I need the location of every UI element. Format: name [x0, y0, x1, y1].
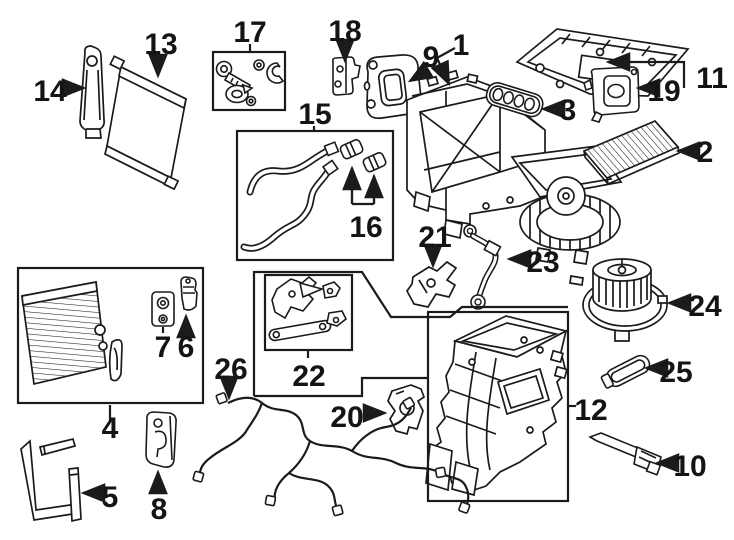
leader-11	[605, 52, 686, 88]
part-7-washer-set-illustration	[151, 291, 175, 327]
part-22-linkage-illustration	[268, 275, 348, 342]
callout-18[interactable]: 18	[328, 15, 361, 48]
callout-13[interactable]: 13	[144, 28, 177, 61]
callout-5[interactable]: 5	[102, 481, 119, 514]
callout-8[interactable]: 8	[151, 493, 168, 526]
callout-10[interactable]: 10	[673, 450, 706, 483]
callout-11[interactable]: 11	[696, 62, 728, 95]
zone-outline-lower	[254, 376, 428, 398]
part-15-heater-hoses-illustration	[240, 141, 340, 252]
part-3-seal-strip-illustration	[485, 82, 544, 118]
callout-2[interactable]: 2	[697, 136, 714, 169]
callout-6[interactable]: 6	[178, 331, 195, 364]
part-20-bracket-illustration	[387, 384, 426, 436]
callout-19[interactable]: 19	[647, 75, 680, 108]
callout-4[interactable]: 4	[102, 412, 119, 445]
callout-26[interactable]: 26	[214, 353, 247, 386]
part-16-hose-clamps-illustration	[339, 139, 387, 173]
callout-20[interactable]: 20	[330, 401, 363, 434]
part-19-actuator-illustration	[583, 66, 640, 123]
part-12-heater-case-illustration	[425, 315, 569, 497]
part-25-handle-illustration	[600, 354, 651, 389]
part-10-lever-illustration	[588, 432, 662, 476]
callout-12[interactable]: 12	[574, 394, 607, 427]
zone-outline-upper	[252, 270, 568, 396]
callout-15[interactable]: 15	[298, 98, 331, 131]
callout-7[interactable]: 7	[155, 331, 172, 364]
callout-1[interactable]: 1	[453, 29, 470, 62]
part-21-bracket-illustration	[406, 260, 458, 308]
part-17-fitting-kit-illustration	[215, 59, 285, 107]
part-24-blower-motor-illustration	[569, 258, 668, 342]
leader-16-bracket	[350, 168, 376, 206]
part-18-clip-illustration	[332, 56, 361, 96]
leader-1	[430, 47, 456, 87]
group-box-22	[263, 273, 354, 352]
callout-3[interactable]: 3	[560, 94, 577, 127]
callout-25[interactable]: 25	[659, 356, 692, 389]
callout-14[interactable]: 14	[33, 75, 67, 108]
part-14-bracket-illustration	[79, 45, 106, 139]
callout-22[interactable]: 22	[292, 360, 325, 393]
leader-9	[407, 60, 435, 83]
callout-17[interactable]: 17	[233, 16, 266, 49]
part-8-bracket-illustration	[145, 411, 177, 468]
part-6-valve-illustration	[180, 276, 198, 311]
part-5-seal-frame-illustration	[20, 437, 82, 523]
callout-23[interactable]: 23	[526, 246, 559, 279]
part-4-evaporator-illustration	[21, 280, 123, 386]
callout-9[interactable]: 9	[423, 41, 440, 74]
group-box-4	[16, 266, 205, 405]
part-23-pipe-illustration	[463, 224, 502, 310]
callout-16[interactable]: 16	[349, 211, 382, 244]
callout-24[interactable]: 24	[688, 290, 722, 323]
callout-21[interactable]: 21	[418, 221, 451, 254]
part-13-heater-core-illustration	[104, 55, 187, 191]
